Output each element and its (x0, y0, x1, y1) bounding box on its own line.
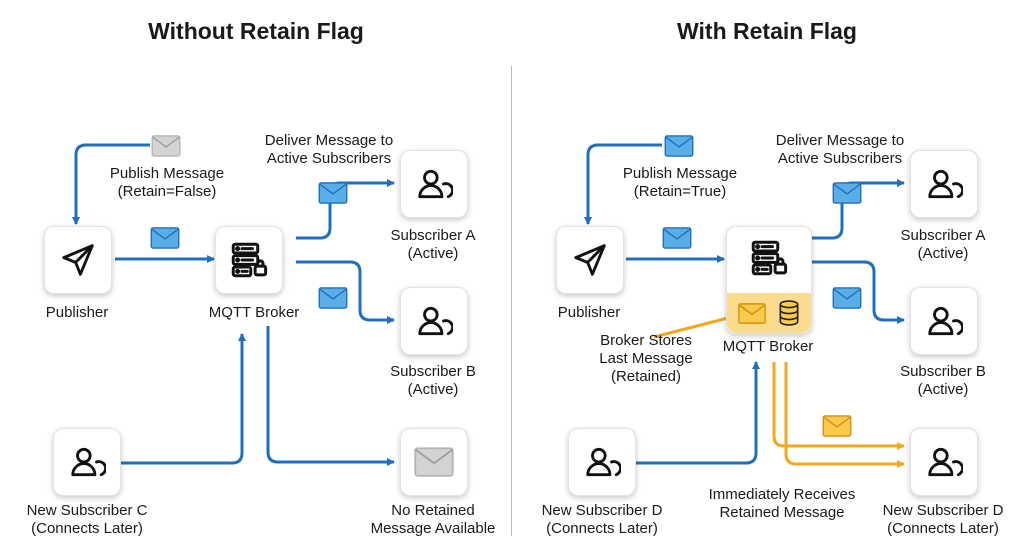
right-subscriber-b-node (910, 287, 978, 355)
right-new-subscriber-target-label: New Subscriber D(Connects Later) (882, 502, 1004, 537)
server-icon (231, 242, 268, 278)
left-flow-envelope-icon (150, 227, 180, 249)
user-icon (418, 169, 453, 199)
envelope-icon (414, 447, 454, 477)
left-new-subscriber-label: New Subscriber C(Connects Later) (26, 502, 148, 537)
left-subscriber-a-label: Subscriber A(Active) (390, 227, 476, 262)
left-new-sub-to-broker-arrow (119, 333, 246, 465)
left-no-retained-node (400, 428, 468, 496)
right-broker-label: MQTT Broker (722, 338, 814, 355)
retained-store-box (727, 293, 811, 333)
user-icon (418, 306, 453, 336)
left-subscriber-a-node (400, 150, 468, 218)
right-flow-envelope-icon (662, 227, 692, 249)
right-subscriber-a-label: Subscriber A(Active) (900, 227, 986, 262)
left-subscriber-b-label: Subscriber B(Active) (390, 363, 476, 398)
send-icon (62, 244, 94, 276)
right-subscriber-a-node (910, 150, 978, 218)
left-publish-envelope-icon (151, 135, 181, 157)
right-subscriber-b-label: Subscriber B(Active) (900, 363, 986, 398)
right-retained-delivery-arrow-2 (784, 362, 905, 468)
right-broker-stores-pointer (653, 316, 729, 339)
user-icon (928, 169, 963, 199)
right-new-subscriber-target-node (910, 428, 978, 496)
user-icon (586, 447, 621, 477)
right-broker-to-sub-b-arrow (808, 260, 905, 324)
left-sub-b-envelope-icon (318, 287, 348, 309)
right-new-subscriber-source-node (568, 428, 636, 496)
right-panel-title: With Retain Flag (677, 18, 857, 44)
right-new-sub-to-broker-arrow (636, 361, 760, 465)
left-subscriber-b-node (400, 287, 468, 355)
right-retained-envelope-icon (822, 415, 852, 437)
left-new-subscriber-node (53, 428, 121, 496)
user-icon (71, 447, 106, 477)
panel-divider (511, 66, 512, 536)
left-publisher-label: Publisher (45, 304, 109, 321)
right-broker-node (726, 226, 812, 334)
right-publish-arrow (584, 143, 662, 225)
left-publish-arrow (72, 143, 150, 225)
right-retained-delivery-arrow-1 (772, 362, 905, 450)
server-icon (751, 240, 788, 276)
right-sub-a-envelope-icon (832, 182, 862, 204)
right-publisher-node (556, 226, 624, 294)
right-sub-b-envelope-icon (832, 287, 862, 309)
right-publish-envelope-icon (664, 135, 694, 157)
left-broker-node (215, 226, 283, 294)
left-panel-title: Without Retain Flag (148, 18, 364, 44)
left-broker-to-no-retained-arrow (266, 326, 395, 466)
user-icon (928, 447, 963, 477)
left-broker-to-sub-b-arrow (296, 260, 395, 324)
right-publisher-label: Publisher (557, 304, 621, 321)
left-publisher-node (44, 226, 112, 294)
right-new-subscriber-source-label: New Subscriber D(Connects Later) (541, 502, 663, 537)
envelope-icon (738, 302, 766, 324)
database-icon (779, 300, 799, 326)
left-broker-label: MQTT Broker (208, 304, 300, 321)
left-publish-label: Publish Message(Retain=False) (109, 165, 225, 200)
send-icon (574, 244, 606, 276)
left-sub-a-envelope-icon (318, 182, 348, 204)
right-publish-label: Publish Message(Retain=True) (622, 165, 738, 200)
user-icon (928, 306, 963, 336)
